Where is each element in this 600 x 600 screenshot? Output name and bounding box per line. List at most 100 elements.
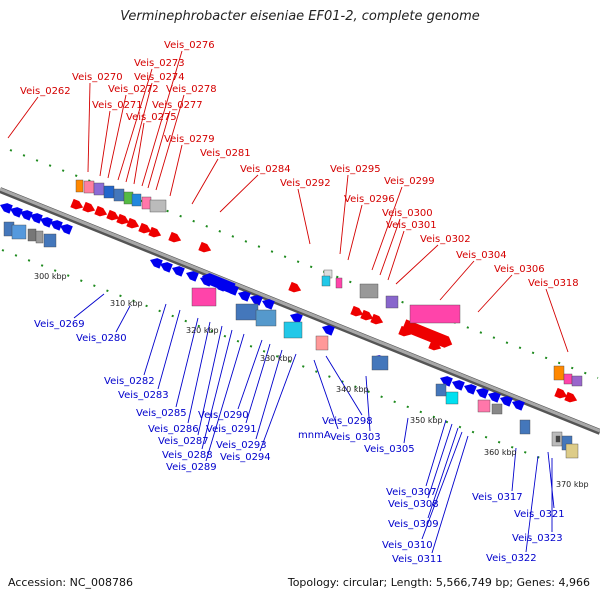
gene-label-top[interactable]: Veis_0271 [92, 100, 143, 111]
forward-gene[interactable] [116, 213, 130, 227]
gene-feature-box[interactable] [103, 185, 115, 199]
gene-label-top[interactable]: Veis_0299 [384, 176, 435, 187]
reverse-gene[interactable] [184, 269, 199, 282]
reverse-gene[interactable] [148, 256, 163, 269]
forward-gene[interactable] [554, 387, 568, 401]
gene-label-top[interactable]: Veis_0304 [456, 250, 507, 261]
gene-label-top[interactable]: Veis_0296 [344, 194, 395, 205]
reverse-gene[interactable] [48, 218, 63, 231]
gene-label-bottom[interactable]: Veis_0290 [198, 410, 249, 421]
gene-label-top[interactable]: Veis_0270 [72, 72, 123, 83]
gene-label-bottom[interactable]: Veis_0309 [388, 519, 439, 530]
gene-label-top[interactable]: Veis_0272 [108, 84, 159, 95]
reverse-gene[interactable] [28, 211, 43, 224]
gene-label-bottom[interactable]: Veis_0282 [104, 376, 155, 387]
gene-feature-box[interactable] [477, 399, 491, 413]
reverse-gene[interactable] [450, 378, 465, 391]
gene-feature-box[interactable] [359, 283, 379, 299]
reverse-gene[interactable] [438, 374, 453, 387]
gene-feature-box[interactable] [553, 365, 565, 381]
gene-label-top[interactable]: Veis_0274 [134, 72, 185, 83]
gene-feature-box[interactable] [565, 443, 579, 459]
gene-feature-box[interactable] [35, 230, 44, 244]
gene-feature-box[interactable] [385, 295, 399, 309]
forward-gene[interactable] [360, 309, 374, 323]
forward-gene-large[interactable] [401, 319, 455, 350]
gene-feature-box[interactable] [235, 303, 259, 321]
gene-feature-box[interactable] [75, 179, 84, 193]
reverse-gene[interactable] [486, 390, 501, 403]
gene-feature-box[interactable] [435, 383, 447, 397]
reverse-gene[interactable] [498, 394, 513, 407]
gene-feature-box[interactable] [283, 321, 303, 339]
reverse-gene[interactable] [170, 264, 185, 277]
forward-gene[interactable] [564, 391, 578, 405]
forward-gene[interactable] [138, 222, 152, 236]
forward-gene[interactable] [168, 231, 182, 245]
gene-label-top[interactable]: Veis_0295 [330, 164, 381, 175]
gene-label-bottom[interactable]: Veis_0311 [392, 554, 443, 565]
forward-gene[interactable] [370, 313, 384, 327]
forward-gene[interactable] [350, 305, 364, 319]
gene-feature-box[interactable] [445, 391, 459, 405]
reverse-gene[interactable] [58, 222, 73, 235]
gene-feature-box[interactable] [131, 193, 142, 207]
gene-label-top[interactable]: Veis_0302 [420, 234, 471, 245]
reverse-gene[interactable] [288, 311, 303, 324]
forward-gene[interactable] [148, 226, 162, 240]
gene-feature-box[interactable] [335, 277, 343, 289]
gene-label-top[interactable]: Veis_0300 [382, 208, 433, 219]
gene-label-bottom[interactable]: Veis_0289 [166, 462, 217, 473]
forward-gene[interactable] [82, 201, 96, 215]
reverse-gene[interactable] [236, 289, 251, 302]
reverse-gene[interactable] [510, 398, 525, 411]
reverse-gene[interactable] [260, 297, 275, 310]
reverse-gene[interactable] [18, 208, 33, 221]
gene-label-bottom[interactable]: Veis_0317 [472, 492, 523, 503]
gene-feature-box[interactable] [409, 304, 461, 324]
gene-feature-box[interactable] [491, 403, 503, 415]
gene-feature-box[interactable] [555, 435, 561, 443]
reverse-gene-large[interactable] [200, 271, 236, 294]
forward-gene[interactable] [106, 209, 120, 223]
gene-label-bottom[interactable]: Veis_0322 [486, 553, 537, 564]
reverse-gene[interactable] [474, 386, 489, 399]
gene-label-bottom[interactable]: Veis_0283 [118, 390, 169, 401]
forward-gene[interactable] [70, 198, 84, 212]
gene-label-bottom[interactable]: Veis_0288 [162, 450, 213, 461]
gene-label-top[interactable]: Veis_0318 [528, 278, 579, 289]
gene-feature-box[interactable] [315, 335, 329, 351]
gene-label-top[interactable]: Veis_0292 [280, 178, 331, 189]
gene-feature-box[interactable] [27, 228, 37, 242]
forward-gene[interactable] [126, 217, 140, 231]
gene-label-bottom[interactable]: Veis_0269 [34, 319, 85, 330]
forward-gene[interactable] [94, 205, 108, 219]
gene-label-top[interactable]: Veis_0281 [200, 148, 251, 159]
gene-label-bottom[interactable]: Veis_0305 [364, 444, 415, 455]
gene-label-bottom[interactable]: Veis_0294 [220, 452, 271, 463]
gene-label-bottom[interactable]: mnmA [298, 430, 331, 441]
gene-feature-box[interactable] [321, 275, 331, 287]
gene-label-bottom[interactable]: Veis_0287 [158, 436, 209, 447]
gene-label-top[interactable]: Veis_0279 [164, 134, 215, 145]
gene-label-bottom[interactable]: Veis_0308 [388, 499, 439, 510]
gene-label-top[interactable]: Veis_0301 [386, 220, 437, 231]
gene-feature-box[interactable] [141, 196, 152, 210]
gene-label-bottom[interactable]: Veis_0307 [386, 487, 437, 498]
gene-label-top[interactable]: Veis_0278 [166, 84, 217, 95]
gene-label-top[interactable]: Veis_0284 [240, 164, 291, 175]
gene-feature-box[interactable] [43, 233, 57, 248]
gene-feature-box[interactable] [371, 355, 389, 371]
gene-label-top[interactable]: Veis_0306 [494, 264, 545, 275]
gene-label-top[interactable]: Veis_0277 [152, 100, 203, 111]
gene-feature-box[interactable] [93, 182, 105, 196]
reverse-gene[interactable] [462, 382, 477, 395]
gene-feature-box[interactable] [11, 224, 27, 240]
gene-label-bottom[interactable]: Veis_0298 [322, 416, 373, 427]
gene-feature-box[interactable] [83, 180, 95, 194]
gene-label-top[interactable]: Veis_0273 [134, 58, 185, 69]
gene-label-top[interactable]: Veis_0275 [126, 112, 177, 123]
forward-gene[interactable] [198, 241, 212, 255]
reverse-gene[interactable] [320, 323, 335, 336]
gene-feature-box[interactable] [191, 287, 217, 307]
